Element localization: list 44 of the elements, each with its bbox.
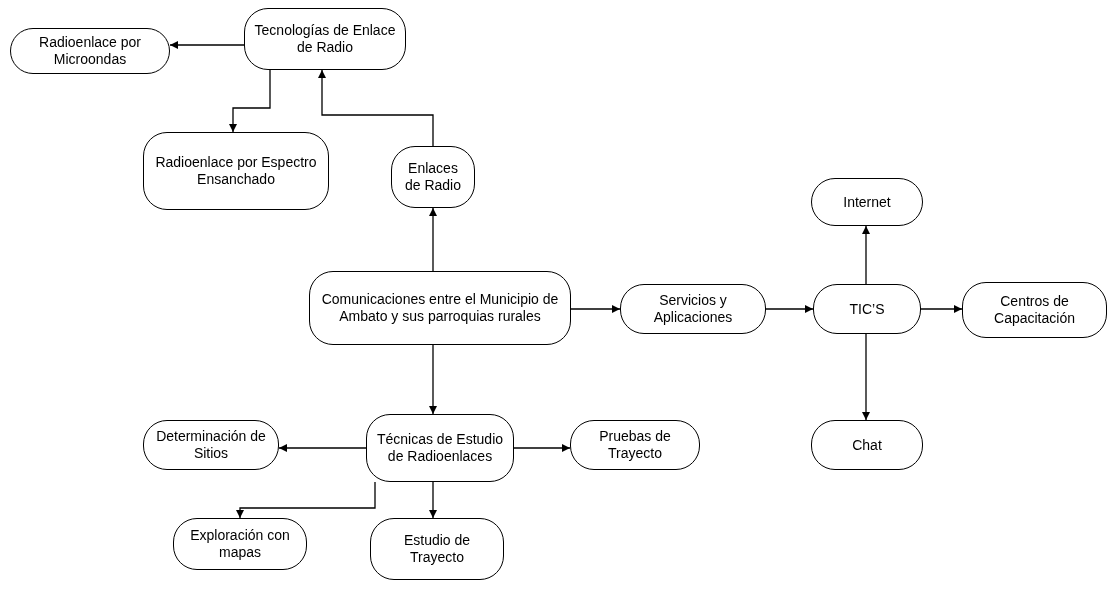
arrow <box>169 41 245 49</box>
node-label: Determinación de Sitios <box>155 428 267 462</box>
rounded-box <box>10 28 170 74</box>
node-label: Tecnologías de Enlace de Radio <box>253 22 397 56</box>
rounded-box <box>391 146 475 208</box>
rounded-box <box>813 284 921 334</box>
arrow <box>429 207 437 272</box>
rounded-box <box>173 518 307 570</box>
rounded-box <box>370 518 504 580</box>
node-label: Estudio de Trayecto <box>402 532 472 566</box>
node-label: Enlaces de Radio <box>403 160 462 194</box>
rounded-box <box>811 420 923 470</box>
arrow <box>765 305 814 313</box>
rounded-box <box>620 284 766 334</box>
node-label: Servicios y Aplicaciones <box>652 292 734 326</box>
arrow <box>429 481 437 519</box>
arrow <box>570 305 621 313</box>
node-label: Radioenlace por Microondas <box>38 34 142 68</box>
node-label: Comunicaciones entre el Municipio de Ambato y sus parroquias rurales <box>320 291 560 325</box>
arrow <box>513 444 571 452</box>
node-label: Técnicas de Estudio de Radioenlaces <box>375 431 505 465</box>
node-label: Chat <box>852 436 882 454</box>
node-label: TIC’S <box>849 300 885 318</box>
rounded-box <box>962 282 1107 338</box>
node-label: Centros de Capacitación <box>993 293 1076 327</box>
node-label: Exploración con mapas <box>189 527 291 561</box>
rounded-box <box>143 132 329 210</box>
rounded-box <box>244 8 406 70</box>
rounded-box <box>811 178 923 226</box>
node-label: Internet <box>843 193 891 211</box>
arrow <box>429 344 437 415</box>
rounded-box <box>309 271 571 345</box>
arrow <box>862 333 870 421</box>
arrow <box>236 481 376 519</box>
arrow <box>318 69 434 147</box>
node-label: Pruebas de Trayecto <box>598 428 672 462</box>
rounded-box <box>366 414 514 482</box>
rounded-box <box>570 420 700 470</box>
arrow <box>920 305 963 313</box>
node-label: Radioenlace por Espectro Ensanchado <box>154 154 318 188</box>
arrow <box>862 225 870 285</box>
arrow <box>229 69 271 133</box>
rounded-box <box>143 420 279 470</box>
arrow <box>278 444 367 452</box>
